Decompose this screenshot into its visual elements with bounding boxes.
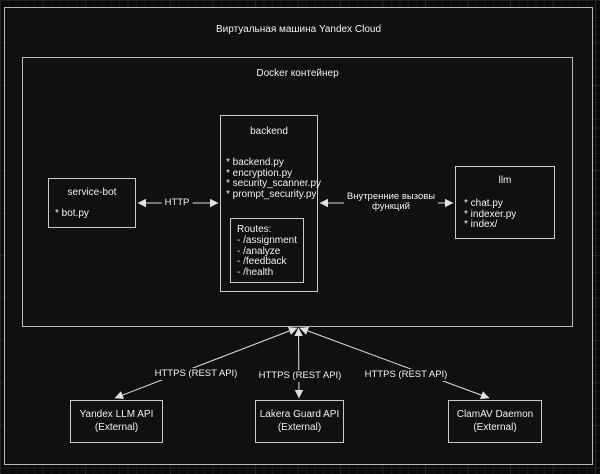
edge-label-https-right: HTTPS (REST API): [361, 369, 451, 381]
service-bot-title: service-bot: [67, 187, 117, 198]
internal-calls-line1: Внутренние вызовы: [346, 191, 436, 202]
backend-item: * encryption.py: [226, 167, 293, 179]
lakera-guard-api-sub: (External): [277, 421, 322, 433]
vm-container-title: Виртуальная машина Yandex Cloud: [215, 24, 382, 35]
backend-item: * security_scanner.py: [226, 178, 322, 190]
internal-calls-line2: функций: [372, 201, 410, 212]
routes-item: - /feedback: [237, 256, 287, 268]
llm-item: * index/: [464, 219, 498, 231]
routes-item: - /assignment: [237, 234, 298, 246]
lakera-guard-api-name: Lakera Guard API: [259, 409, 340, 420]
llm-item: * indexer.py: [464, 208, 517, 220]
backend-title: backend: [250, 126, 288, 137]
backend-item: * prompt_security.py: [226, 188, 317, 200]
node-service-bot: service-bot * bot.py: [48, 178, 136, 228]
edge-label-http: HTTP: [161, 197, 193, 209]
backend-item: * backend.py: [226, 157, 284, 168]
service-bot-items: * bot.py: [55, 208, 89, 220]
edge-label-https-left: HTTPS (REST API): [151, 368, 241, 380]
docker-container-title: Docker контейнер: [256, 68, 339, 79]
llm-title: llm: [498, 175, 512, 186]
yandex-llm-api-name: Yandex LLM API: [79, 409, 154, 420]
edge-label-internal-calls: Внутренние вызовы функций: [343, 191, 439, 213]
service-bot-item: * bot.py: [55, 208, 89, 219]
node-lakera-guard-api: Lakera Guard API (External): [255, 400, 344, 443]
edge-label-https-middle: HTTPS (REST API): [255, 370, 345, 382]
clamav-daemon-sub: (External): [473, 421, 517, 433]
clamav-daemon-name: ClamAV Daemon: [456, 409, 534, 420]
node-clamav-daemon: ClamAV Daemon (External): [448, 400, 542, 443]
node-yandex-llm-api: Yandex LLM API (External): [70, 400, 163, 443]
routes-box: Routes: - /assignment - /analyze - /feed…: [230, 218, 304, 283]
node-backend: backend * backend.py * encryption.py * s…: [220, 115, 322, 292]
routes-item: - /analyze: [237, 245, 281, 257]
node-llm: llm * chat.py * indexer.py * index/: [455, 166, 555, 239]
backend-items: * backend.py * encryption.py * security_…: [226, 157, 322, 200]
llm-item: * chat.py: [464, 198, 503, 209]
yandex-llm-api-sub: (External): [94, 421, 139, 433]
llm-items: * chat.py * indexer.py * index/: [464, 198, 517, 231]
routes-title: Routes:: [237, 224, 272, 235]
routes-item: - /health: [237, 267, 274, 279]
